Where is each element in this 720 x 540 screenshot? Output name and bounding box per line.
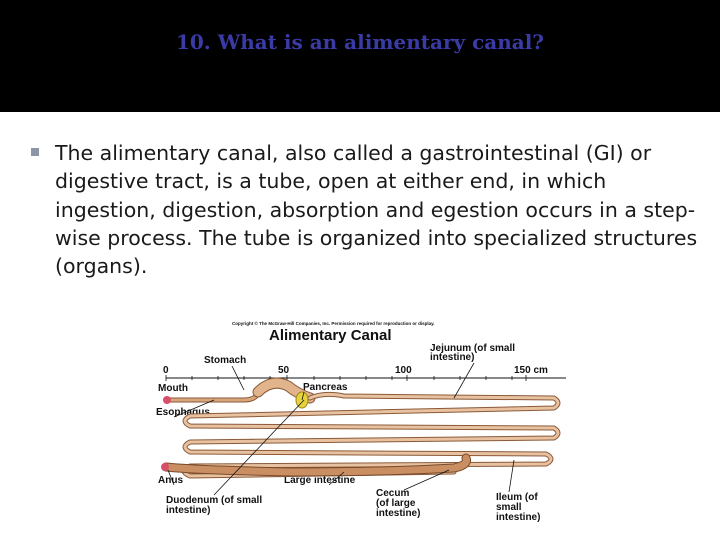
label-cecum-line1: Cecum [376, 488, 409, 499]
bullet-text: The alimentary canal, also called a gast… [55, 141, 698, 279]
label-esophagus: Esophagus [156, 407, 210, 418]
label-ileum-line1: Ileum (of [496, 492, 538, 503]
label-ileum-line3: intestine) [496, 512, 540, 523]
scale-label-0: 0 [163, 365, 169, 376]
scale-label-150: 150 cm [514, 365, 548, 376]
scale-ticks [165, 375, 527, 381]
large-intestine-fill [162, 454, 470, 476]
scale-label-50: 50 [278, 365, 290, 376]
label-jejunum-line1: Jejunum (of small [430, 343, 515, 354]
bullet-marker-icon [31, 148, 39, 156]
label-duodenum-line1: Duodenum (of small [166, 495, 262, 506]
anus-marker-icon [161, 463, 169, 471]
label-large-intestine: Large intestine [284, 475, 356, 486]
label-cecum-line2: (of large [376, 498, 416, 509]
label-ileum-line2: small [496, 502, 522, 513]
alimentary-canal-diagram: Copyright © The McGraw-Hill Companies, I… [156, 320, 566, 523]
label-cecum-line3: intestine) [376, 508, 420, 519]
scale-label-100: 100 [395, 365, 412, 376]
label-anus: Anus [158, 475, 183, 486]
slide-title: 10. What is an alimentary canal? [175, 30, 545, 54]
label-pancreas: Pancreas [303, 382, 348, 393]
scale-ruler: 0 50 100 150 cm [163, 365, 566, 381]
small-intestine-fill [182, 392, 560, 478]
digestive-tube [161, 377, 561, 479]
label-duodenum-line2: intestine) [166, 505, 210, 516]
figure-copyright: Copyright © The McGraw-Hill Companies, I… [232, 320, 435, 326]
mouth-marker-icon [163, 396, 171, 404]
label-jejunum-line2: intestine) [430, 352, 474, 363]
leader-lines [167, 362, 515, 496]
esophagus-fill [166, 392, 260, 402]
alimentary-canal-figure: Copyright © The McGraw-Hill Companies, I… [154, 320, 566, 527]
title-band [0, 0, 720, 112]
label-mouth: Mouth [158, 383, 188, 394]
figure-title: Alimentary Canal [269, 327, 392, 344]
label-stomach: Stomach [204, 355, 246, 366]
